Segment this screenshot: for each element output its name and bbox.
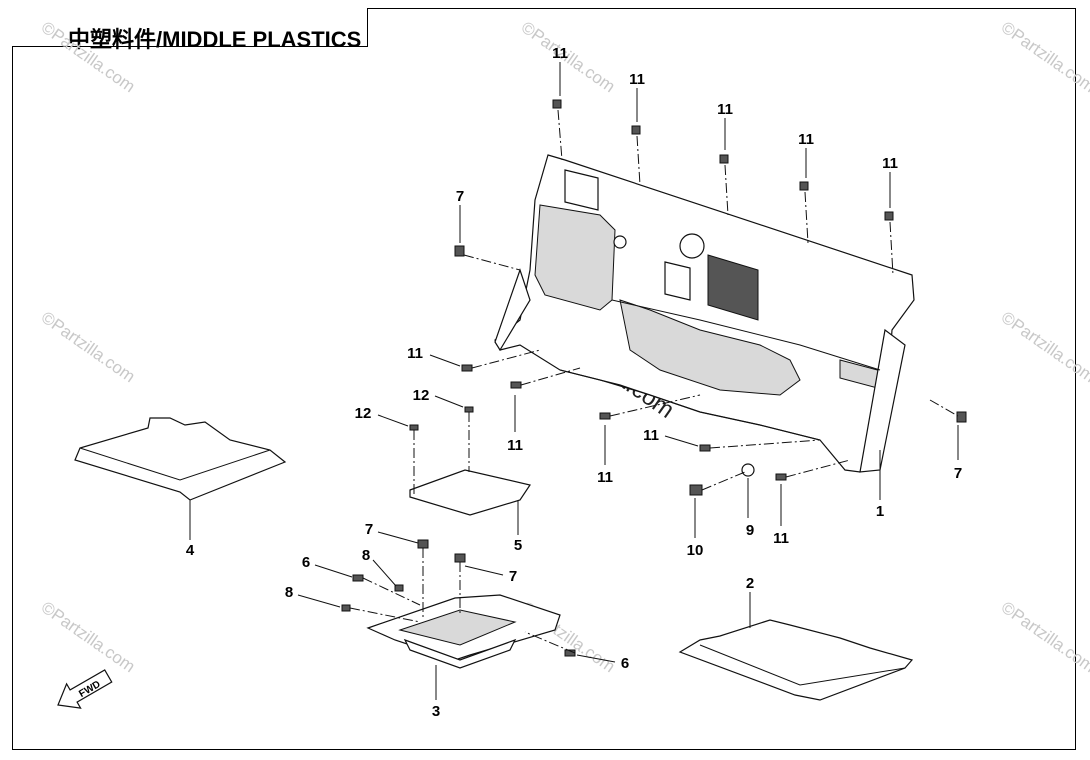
assembly-lines (349, 254, 959, 654)
callout-2: 2 (746, 575, 754, 592)
title-box: 中塑料件/MIDDLE PLASTICS (12, 8, 368, 52)
callout-3: 3 (432, 703, 440, 720)
callout-11: 11 (597, 469, 613, 486)
part-2-floor-panel (678, 619, 914, 701)
callout-7: 7 (509, 568, 517, 585)
clips-top (552, 99, 894, 276)
callout-6: 6 (302, 554, 310, 571)
watermark: ©Partzilla.com (38, 598, 139, 677)
watermark: ©Partzilla.com (998, 598, 1090, 677)
callout-7: 7 (365, 521, 373, 538)
callout-12: 12 (413, 387, 430, 404)
callout-5: 5 (514, 537, 522, 554)
callout-6: 6 (621, 655, 629, 672)
callout-11: 11 (507, 437, 523, 454)
callout-12: 12 (355, 405, 372, 422)
part-4-floor-panel (74, 417, 287, 501)
fwd-arrow: FWD (57, 669, 113, 709)
callouts: 11 11 11 11 11 7 11 12 12 11 11 11 7 1 9… (186, 45, 962, 720)
callout-9: 9 (746, 522, 754, 539)
watermark: ©Partzilla.com (998, 18, 1090, 97)
page-title: 中塑料件/MIDDLE PLASTICS (68, 27, 362, 52)
callout-8: 8 (285, 584, 293, 601)
callout-11: 11 (552, 45, 568, 62)
callout-11: 11 (629, 71, 645, 88)
callout-11: 11 (643, 427, 659, 444)
part-5-cover-plate (409, 469, 531, 516)
watermark: ©Partzilla.com (38, 308, 139, 387)
part-1-middle-panel (494, 154, 915, 473)
watermark: ©Partzilla.com (998, 308, 1090, 387)
callout-11: 11 (773, 530, 789, 547)
callout-11: 11 (717, 101, 733, 118)
fwd-label: FWD (77, 679, 102, 700)
diagram-frame (12, 8, 1076, 750)
callout-11: 11 (882, 155, 898, 172)
callout-7: 7 (456, 188, 464, 205)
callout-11: 11 (798, 131, 814, 148)
callout-7: 7 (954, 465, 962, 482)
leader-lines (189, 62, 959, 700)
part-3-storage-tray (366, 594, 561, 669)
watermark: ©Partzilla.com (38, 18, 139, 97)
callout-11: 11 (407, 345, 423, 362)
fasteners (341, 245, 967, 657)
callout-4: 4 (186, 542, 195, 559)
watermark: ©Partzilla.com (518, 18, 619, 97)
callout-1: 1 (876, 503, 884, 520)
callout-10: 10 (687, 542, 704, 559)
callout-8: 8 (362, 547, 370, 564)
